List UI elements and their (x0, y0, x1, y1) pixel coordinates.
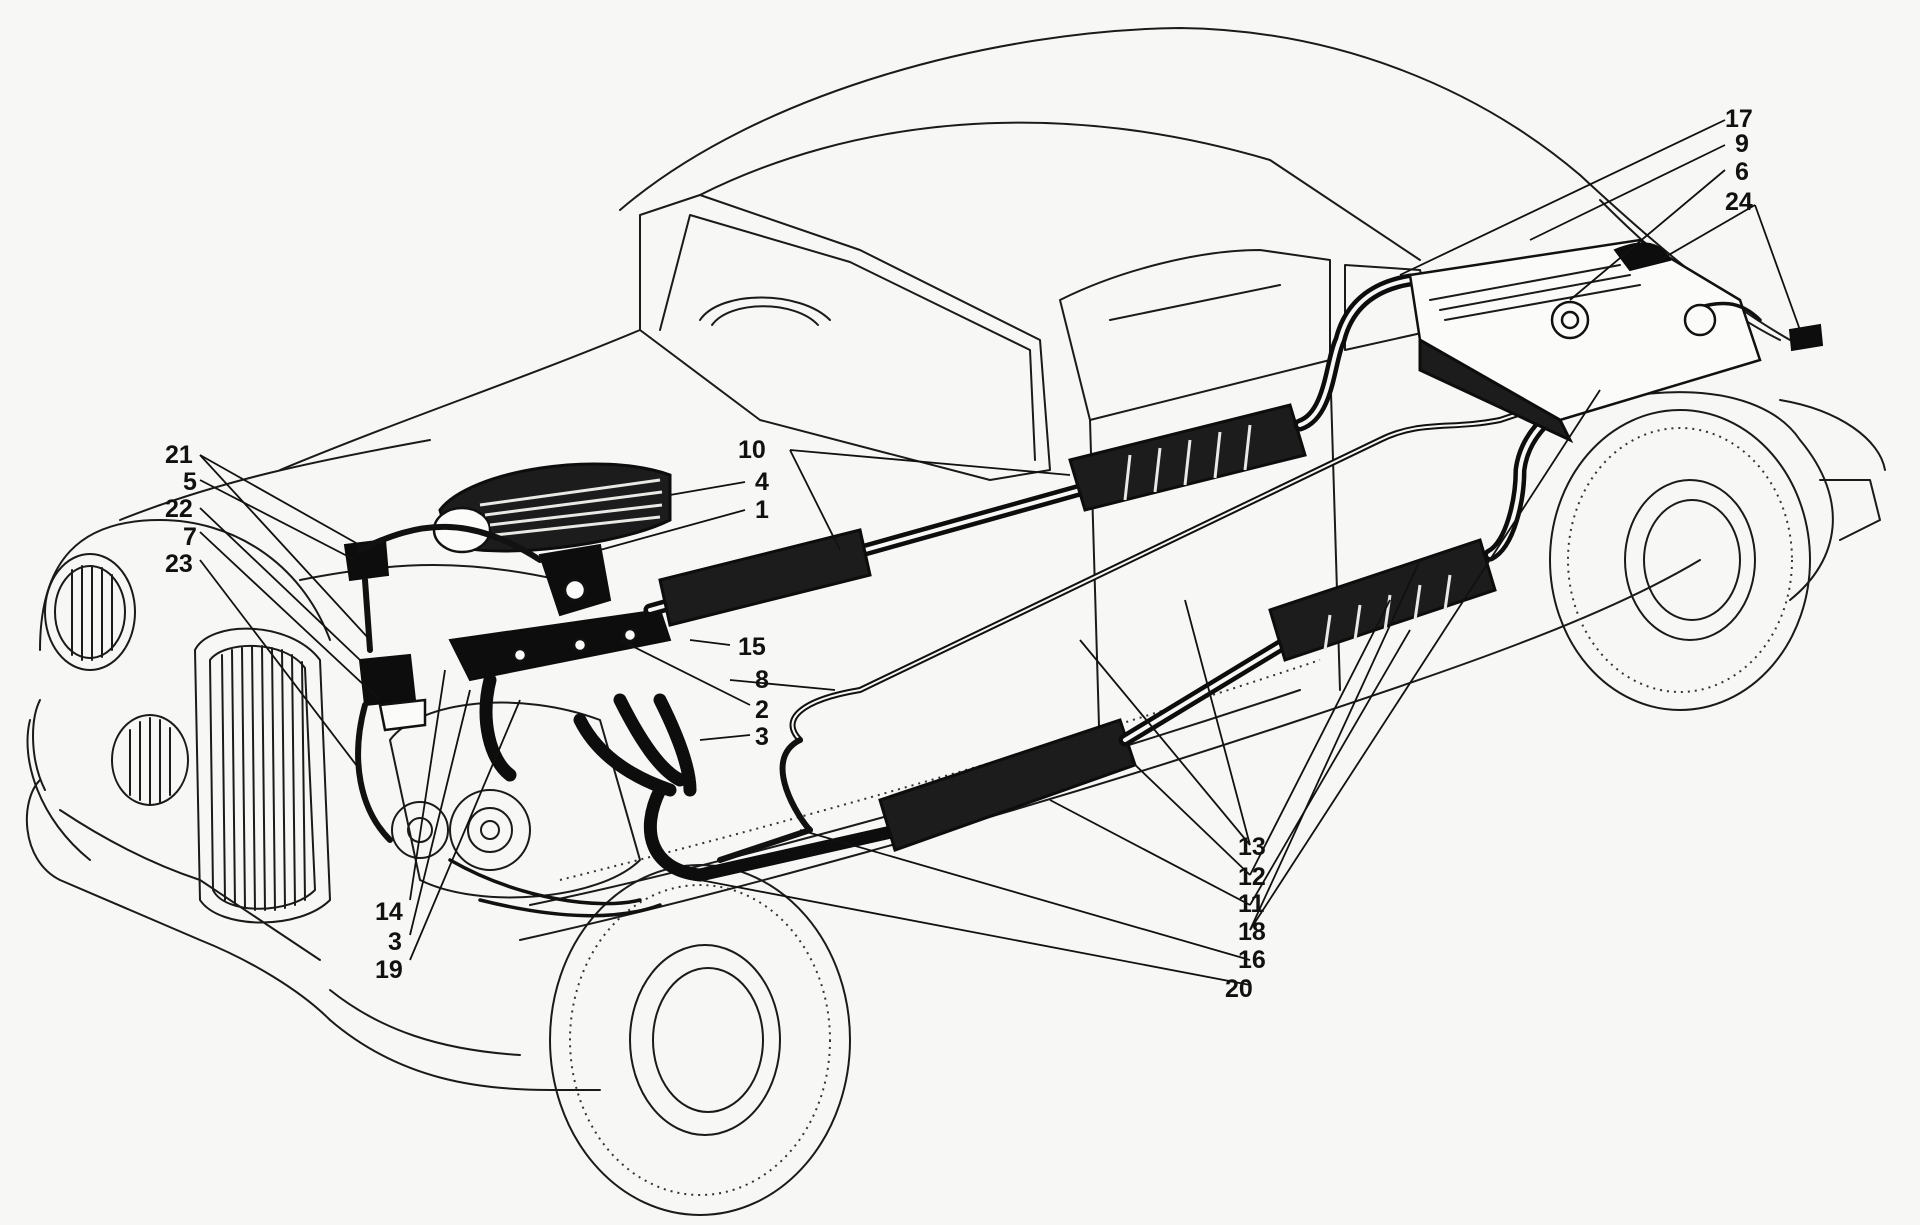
callout-15: 15 (738, 633, 766, 661)
callout-16: 16 (1238, 946, 1266, 974)
callout-4: 4 (755, 468, 769, 496)
callout-11: 11 (1238, 890, 1265, 918)
callout-13: 13 (1238, 833, 1266, 861)
engine-block (389, 701, 662, 918)
exhaust-manifold (479, 673, 697, 797)
callout-9: 9 (1735, 130, 1749, 158)
grille-bars (221, 645, 306, 911)
callout-23: 23 (165, 550, 193, 578)
callout-6: 6 (1735, 158, 1749, 186)
exhaust-system-upper (643, 273, 1417, 627)
callout-14: 14 (375, 898, 403, 926)
leader-lines (199, 119, 1801, 986)
exhaust-system-lower (643, 373, 1627, 882)
callout-21: 21 (165, 441, 193, 469)
rear-wheel (1549, 409, 1811, 711)
headlight-lens-lines (71, 565, 113, 661)
callout-22: 22 (165, 495, 193, 523)
callout-12: 12 (1238, 863, 1266, 891)
fuel-line (717, 397, 1563, 863)
callout-3-manifold: 3 (755, 723, 769, 751)
callout-19: 19 (375, 956, 403, 984)
callout-24: 24 (1725, 188, 1753, 216)
intake-manifold (448, 608, 672, 682)
callout-20: 20 (1225, 975, 1253, 1003)
fuel-pump (358, 653, 427, 732)
callout-8: 8 (755, 666, 769, 694)
callout-7: 7 (183, 523, 197, 551)
front-wheel (549, 864, 851, 1216)
callout-3-lower: 3 (388, 928, 402, 956)
callout-5: 5 (183, 468, 197, 496)
callout-10: 10 (738, 436, 766, 464)
callout-17: 17 (1725, 105, 1753, 133)
callout-labels: 17 9 6 24 10 4 1 21 5 22 7 23 15 8 2 3 1… (165, 105, 1753, 1003)
carburettor (538, 543, 612, 617)
callout-1: 1 (755, 496, 769, 524)
callout-18: 18 (1238, 918, 1266, 946)
callout-2: 2 (755, 696, 769, 724)
air-cleaner (432, 462, 672, 554)
car-body-outline (25, 27, 1886, 1091)
fuel-tank (1408, 238, 1824, 444)
